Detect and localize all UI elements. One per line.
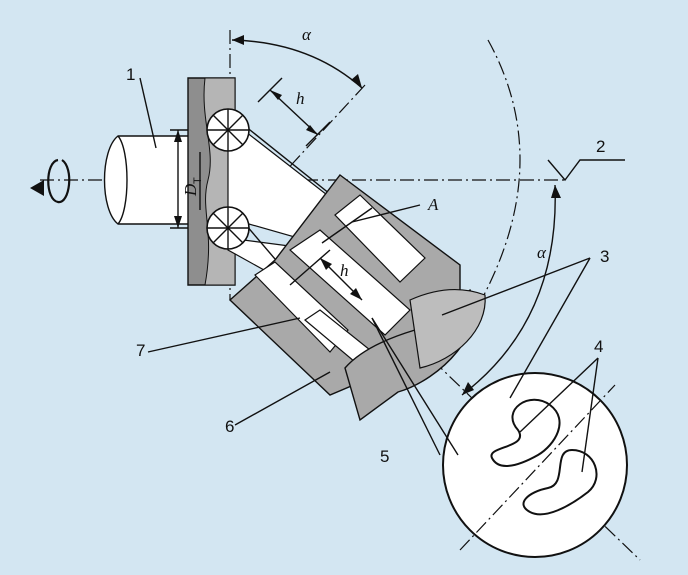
label-part-6: 6 (225, 417, 234, 436)
diameter-dimension (170, 129, 188, 229)
label-part-1: 1 (126, 65, 135, 84)
ball-joint-upper (206, 108, 250, 152)
valve-plate (344, 288, 486, 422)
h-dimension-mid (319, 257, 363, 301)
label-point-a: A (427, 195, 439, 214)
label-part-2: 2 (596, 137, 605, 156)
valve-plate-section (442, 372, 628, 558)
h-dimension-top (257, 77, 331, 147)
drive-shaft (103, 135, 201, 225)
reference-mark (547, 159, 625, 182)
alpha-arc-top (231, 35, 363, 89)
label-part-7: 7 (136, 341, 145, 360)
leader-lines (139, 77, 599, 473)
swing-arc (469, 39, 521, 321)
label-h-top: h (296, 89, 305, 108)
rotation-arrow-icon (30, 158, 71, 204)
label-part-5: 5 (380, 447, 389, 466)
alpha-arc-right (461, 184, 561, 396)
label-part-3: 3 (600, 247, 609, 266)
label-alpha-right: α (537, 243, 547, 262)
cylinder-block (228, 174, 461, 396)
label-part-4: 4 (594, 337, 603, 356)
kidney-port-lower (522, 448, 598, 516)
kidney-port-upper (490, 398, 561, 467)
ball-joint-lower (206, 206, 250, 250)
label-alpha-top: α (302, 25, 312, 44)
svg-text:T: T (192, 177, 204, 184)
label-diameter: D T (181, 177, 204, 197)
svg-text:D: D (181, 183, 200, 197)
label-h-mid: h (340, 261, 349, 280)
